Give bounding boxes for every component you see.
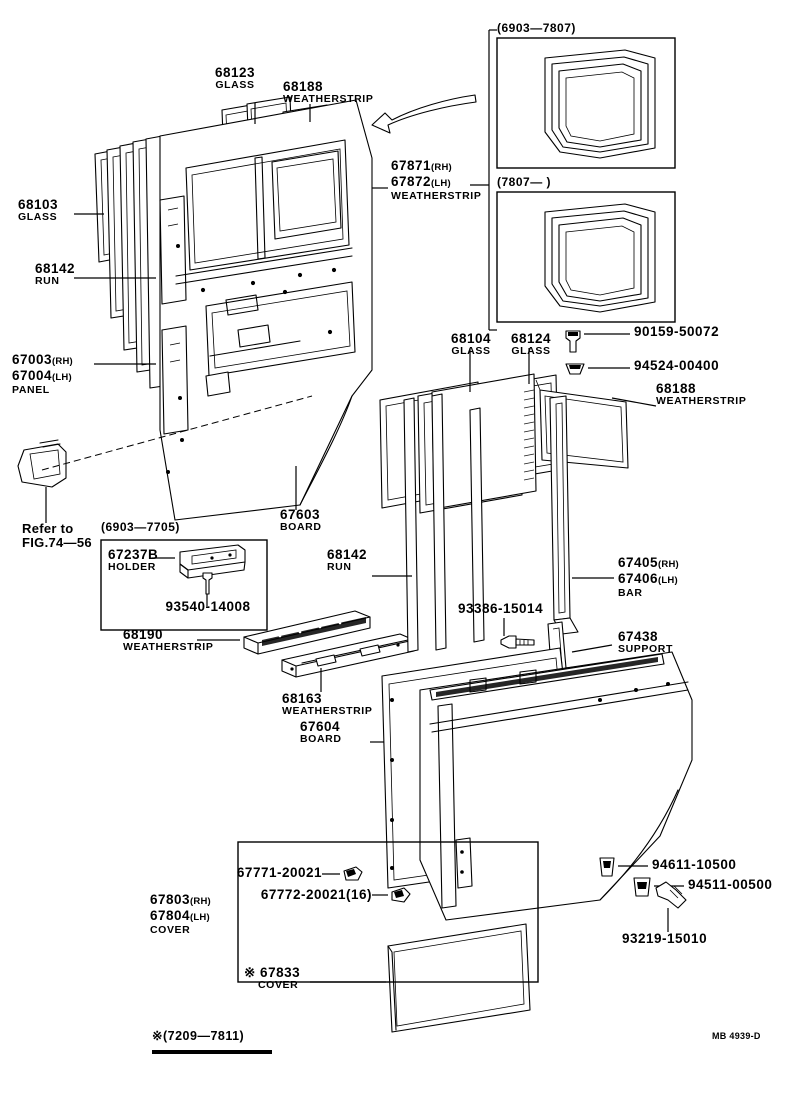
label-68142-mid: 68142 RUN xyxy=(327,547,368,573)
clip-67771 xyxy=(343,866,363,881)
label-68103: 68103 GLASS xyxy=(18,197,59,223)
inset-lower-box xyxy=(496,191,676,323)
inset-upper-box xyxy=(496,37,676,169)
label-94524: 94524-00400 xyxy=(634,358,720,373)
weatherstrip-68163 xyxy=(281,633,415,678)
label-67803-67804: 67803(RH) 67804(LH) COVER xyxy=(150,892,211,936)
label-67003-67004: 67003(RH) 67004(LH) PANEL xyxy=(12,352,73,396)
label-68188-top: 68188 WEATHERSTRIP xyxy=(283,79,374,105)
cover-67833 xyxy=(387,923,531,1033)
diagram-code: MB 4939-D xyxy=(712,1031,761,1041)
inset-holder-box xyxy=(100,539,268,631)
fastener-94524 xyxy=(565,363,585,375)
label-67604: 67604 BOARD xyxy=(300,719,342,745)
door-assembly-front xyxy=(94,96,373,521)
label-68163: 68163 WEATHERSTRIP xyxy=(282,691,373,717)
fastener-94611 xyxy=(599,857,615,877)
label-67603: 67603 BOARD xyxy=(280,507,322,533)
label-68188-right: 68188 WEATHERSTRIP xyxy=(656,381,747,407)
bolt-93219 xyxy=(655,881,687,909)
clip-67772 xyxy=(391,887,411,903)
label-67771: 67771-20021 xyxy=(236,865,322,880)
label-67772: 67772-20021(16) xyxy=(260,887,372,902)
fastener-90159 xyxy=(565,330,581,353)
label-93219: 93219-15010 xyxy=(622,931,708,946)
footer-date-range: ※(7209—7811) xyxy=(152,1029,245,1043)
fastener-94511 xyxy=(633,877,651,897)
label-67438: 67438 SUPPORT xyxy=(618,629,673,655)
label-93386: 93386-15014 xyxy=(458,601,544,616)
label-68142-left: 68142 RUN xyxy=(35,261,76,287)
rear-glass-stack xyxy=(379,373,629,653)
label-67871-67872: 67871(RH) 67872(LH) WEATHERSTRIP xyxy=(391,158,482,202)
label-68123: 68123 GLASS xyxy=(214,65,256,91)
inset-upper-range: (6903—7807) xyxy=(497,21,576,35)
inset-holder-range: (6903—7705) xyxy=(101,520,180,534)
door-lower-assembly xyxy=(381,647,693,921)
inset-lower-range: (7807— ) xyxy=(497,175,552,189)
bolt-93386 xyxy=(500,635,535,649)
label-94511: 94511-00500 xyxy=(688,877,773,892)
label-67833: ※ 67833 COVER xyxy=(244,965,301,991)
door-handle-part xyxy=(17,439,67,488)
label-90159: 90159-50072 xyxy=(634,324,720,339)
weatherstrip-68190 xyxy=(243,610,371,655)
label-68104: 68104 GLASS xyxy=(450,331,492,357)
direction-arrow xyxy=(371,94,477,134)
label-68124: 68124 GLASS xyxy=(510,331,552,357)
label-67237B: 67237B HOLDER xyxy=(108,547,159,573)
label-68190: 68190 WEATHERSTRIP xyxy=(123,627,214,653)
label-94611: 94611-10500 xyxy=(652,857,737,872)
label-67405-67406: 67405(RH) 67406(LH) BAR xyxy=(618,555,679,599)
refer-to-note: Refer to FIG.74—56 xyxy=(22,521,92,551)
label-93540: 93540-14008 xyxy=(165,599,251,614)
